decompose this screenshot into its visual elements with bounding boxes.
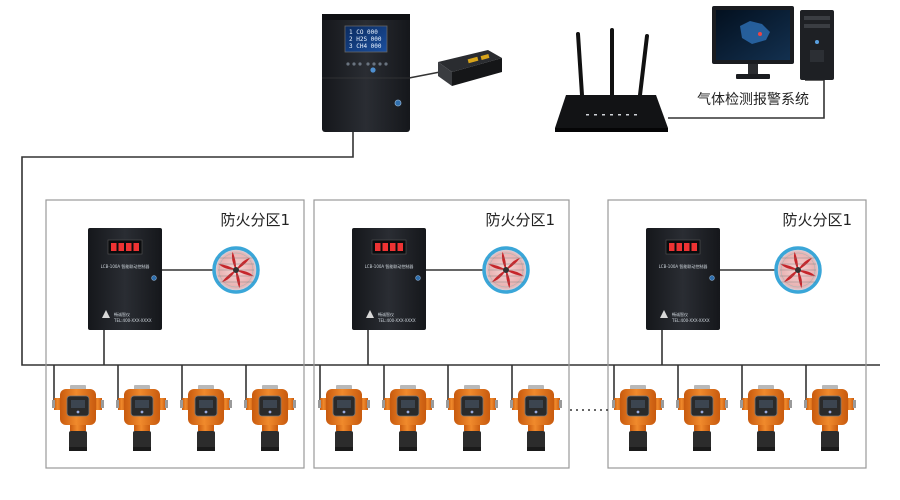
- gas-detector: [116, 385, 168, 451]
- keypad: [346, 62, 388, 73]
- main-gas-controller: 1 CO 000 2 H2S 000 3 CH4 000: [322, 14, 410, 132]
- exhaust-fan-icon: [212, 246, 260, 294]
- gas-detector: [740, 385, 792, 451]
- controller-brand-text: 畅诚智仪: [672, 311, 688, 317]
- controller-phone-text: TEL:400-XXX-XXXX: [671, 318, 710, 323]
- gas-detector: [244, 385, 296, 451]
- exhaust-fan-icon: [774, 246, 822, 294]
- exhaust-fan-icon: [482, 246, 530, 294]
- svg-text:3 CH4 000: 3 CH4 000: [349, 43, 382, 50]
- brand-logo-icon: [366, 310, 374, 318]
- controller-model-text: LCB-100A 智能联动控制器: [659, 263, 708, 269]
- status-light-icon: [394, 99, 402, 107]
- main-trunk-line: [21, 132, 880, 366]
- controller-model-text: LCB-100A 智能联动控制器: [101, 263, 150, 269]
- status-light-icon: [709, 275, 715, 281]
- brand-logo-icon: [102, 310, 110, 318]
- controller-model-text: LCB-100A 智能联动控制器: [365, 263, 414, 269]
- gas-detector: [382, 385, 434, 451]
- zone-border: [313, 199, 570, 469]
- gas-detector: [676, 385, 728, 451]
- zone-border: [45, 199, 305, 469]
- controller-phone-text: TEL:400-XXX-XXXX: [113, 318, 152, 323]
- gas-detector: [804, 385, 856, 451]
- controller-brand-text: 畅诚智仪: [378, 311, 394, 317]
- signal-converter-module: [438, 50, 502, 86]
- zone-label: 防火分区1: [485, 211, 555, 229]
- controller-brand-text: 畅诚智仪: [114, 311, 130, 317]
- gas-detector: [510, 385, 562, 451]
- gas-detector: [180, 385, 232, 451]
- system-software-label: 气体检测报警系统: [697, 92, 809, 108]
- gas-detector: [612, 385, 664, 451]
- zone-label: 防火分区1: [220, 211, 290, 229]
- status-light-icon: [151, 275, 157, 281]
- svg-text:1 CO 000: 1 CO 000: [349, 29, 378, 36]
- gas-detector: [318, 385, 370, 451]
- controller-converter-line: [408, 71, 441, 79]
- monitoring-computer: [712, 6, 834, 80]
- brand-logo-icon: [660, 310, 668, 318]
- controller-phone-text: TEL:400-XXX-XXXX: [377, 318, 416, 323]
- gas-detector: [52, 385, 104, 451]
- router-icon: [555, 28, 668, 132]
- zone-border: [607, 199, 867, 469]
- gas-detector: [446, 385, 498, 451]
- svg-text:2 H2S 000: 2 H2S 000: [349, 36, 382, 43]
- status-light-icon: [415, 275, 421, 281]
- zone-label: 防火分区1: [782, 211, 852, 229]
